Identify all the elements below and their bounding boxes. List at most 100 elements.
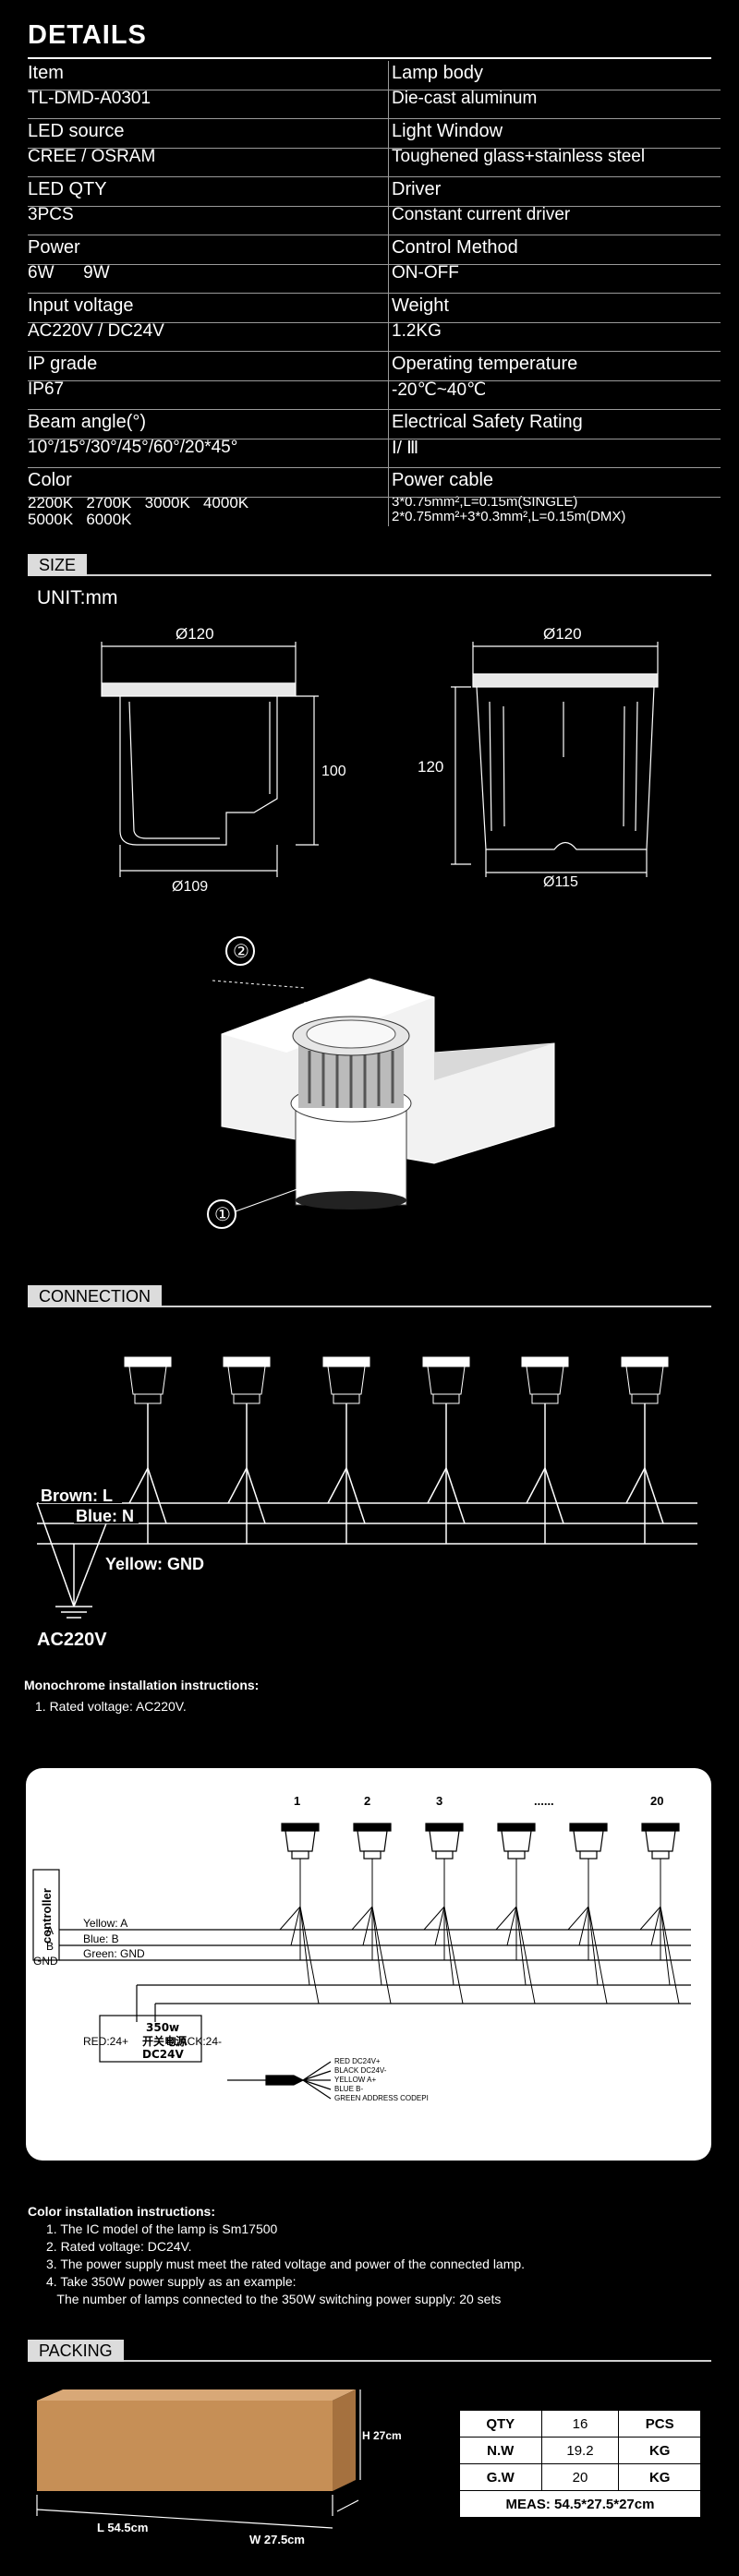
spec-label: Power cable bbox=[392, 470, 494, 490]
spec-value: Constant current driver bbox=[392, 205, 571, 224]
control-wiring-diagram: 1 2 3 ...... 20 bbox=[32, 1794, 691, 2102]
color-note: 2. Rated voltage: DC24V. bbox=[46, 2239, 192, 2254]
spec-label: Driver bbox=[392, 179, 442, 199]
spec-value: 6W 9W bbox=[28, 263, 110, 283]
size-tag: SIZE bbox=[28, 554, 88, 576]
mono-wiring-diagram: Brown: L Blue: N Yellow: GND AC220V bbox=[36, 1356, 697, 1650]
dim-w: W 27.5cm bbox=[249, 2533, 305, 2546]
psu-watts: 350w bbox=[146, 2021, 179, 2034]
table-row: QTY 16 PCS bbox=[459, 2410, 701, 2438]
unit-label: UNIT:mm bbox=[37, 587, 118, 608]
spec-value: 5000K 6000K bbox=[28, 511, 132, 528]
qty-value: 16 bbox=[540, 2410, 620, 2438]
wire-gnd-label: Green: GND bbox=[83, 1947, 145, 1960]
spec-value: 10°/15°/30°/45°/60°/20*45° bbox=[28, 438, 238, 457]
spec-label: Electrical Safety Rating bbox=[392, 412, 583, 432]
packing-table: QTY 16 PCS N.W 19.2 KG G.W 20 KG MEAS: 5… bbox=[459, 2410, 701, 2518]
details-rule bbox=[28, 57, 711, 59]
lamp-icon bbox=[124, 1356, 172, 1404]
spec-label: Operating temperature bbox=[392, 354, 578, 374]
wire-b-label: Blue: B bbox=[83, 1932, 119, 1945]
spec-label: Light Window bbox=[392, 121, 503, 141]
spec-value: Toughened glass+stainless steel bbox=[392, 147, 646, 166]
controller-label: controller bbox=[40, 1888, 54, 1944]
spec-label: Input voltage bbox=[28, 295, 134, 316]
spec-label: LED source bbox=[28, 121, 125, 141]
color-note: The number of lamps connected to the 350… bbox=[46, 2292, 502, 2306]
gw-value: 20 bbox=[540, 2463, 620, 2491]
table-row: G.W 20 KG bbox=[459, 2463, 701, 2491]
packing-box-drawing: H 27cm L 54.5cm W 27.5cm bbox=[36, 2389, 402, 2546]
spec-value: -20℃~40℃ bbox=[392, 380, 487, 400]
size-drawings: Ø120 100 Ø109 Ø120 120 Ø115 ② ① bbox=[101, 625, 659, 1229]
dim-bottom-right: Ø115 bbox=[543, 874, 578, 890]
nw-unit: KG bbox=[618, 2437, 701, 2464]
psu-name: 开关电源 bbox=[142, 2034, 187, 2048]
color-note: 1. The IC model of the lamp is Sm17500 bbox=[46, 2221, 278, 2236]
mono-title: Monochrome installation instructions: bbox=[24, 1678, 260, 1692]
lamp-drop bbox=[128, 1403, 664, 1544]
port-gnd: GND bbox=[33, 1955, 58, 1968]
legend-item: BLUE B- bbox=[334, 2085, 363, 2093]
wire-yellow-label: Yellow: GND bbox=[105, 1555, 204, 1573]
spec-label: Beam angle(°) bbox=[28, 412, 147, 432]
dim-l: L 54.5cm bbox=[97, 2521, 148, 2534]
legend-item: YELLOW A+ bbox=[334, 2076, 376, 2084]
lamp-icon bbox=[497, 1823, 536, 1860]
lamp-icon bbox=[353, 1823, 392, 1860]
spec-value: 3PCS bbox=[28, 205, 74, 224]
lamp-icon bbox=[422, 1356, 470, 1404]
connection-tag: CONNECTION bbox=[28, 1285, 162, 1307]
callout-1: ① bbox=[214, 1203, 231, 1225]
spec-value: TL-DMD-A0301 bbox=[28, 89, 151, 108]
table-row: MEAS: 54.5*27.5*27cm bbox=[459, 2490, 701, 2518]
connection-rule bbox=[28, 1306, 711, 1307]
spec-value: 1.2KG bbox=[392, 321, 442, 341]
spec-value: 2200K 2700K 3000K 4000K bbox=[28, 494, 249, 512]
spec-label: Lamp body bbox=[392, 63, 483, 83]
spec-value: AC220V / DC24V bbox=[28, 321, 164, 341]
port-a: A bbox=[46, 1924, 54, 1937]
lamp-icon bbox=[521, 1356, 569, 1404]
table-row: N.W 19.2 KG bbox=[459, 2437, 701, 2464]
spec-label: Weight bbox=[392, 295, 449, 316]
spec-value: ON-OFF bbox=[392, 263, 459, 283]
color-note: 4. Take 350W power supply as an example: bbox=[46, 2274, 297, 2289]
spec-label: Item bbox=[28, 63, 64, 83]
lamp-number: 2 bbox=[364, 1794, 370, 1808]
spec-label: LED QTY bbox=[28, 179, 107, 199]
side-view-left bbox=[101, 642, 319, 877]
dim-top-right: Ø120 bbox=[543, 625, 582, 643]
wire-a-label: Yellow: A bbox=[83, 1917, 127, 1930]
color-note: 3. The power supply must meet the rated … bbox=[46, 2257, 526, 2271]
control-diagram-panel: 1 2 3 ...... 20 bbox=[26, 1768, 711, 2161]
meas-value: MEAS: 54.5*27.5*27cm bbox=[459, 2490, 701, 2518]
packing-tag: PACKING bbox=[28, 2340, 124, 2362]
spec-value: CREE / OSRAM bbox=[28, 147, 156, 166]
lamp-number: 3 bbox=[436, 1794, 442, 1808]
details-title: DETAILS bbox=[28, 20, 147, 50]
gw-unit: KG bbox=[618, 2463, 701, 2491]
port-b: B bbox=[46, 1940, 54, 1953]
wire-brown-label: Brown: L bbox=[41, 1487, 113, 1505]
spec-label: Color bbox=[28, 470, 72, 490]
lamp-icon bbox=[621, 1356, 669, 1404]
gw-label: G.W bbox=[459, 2463, 542, 2491]
callout-2: ② bbox=[233, 940, 249, 962]
spec-value: IP67 bbox=[28, 379, 65, 399]
lamp-icon bbox=[281, 1823, 320, 1860]
spec-label: Control Method bbox=[392, 237, 518, 258]
dim-bottom-left: Ø109 bbox=[172, 879, 208, 895]
red-label: RED:24+ bbox=[83, 2035, 128, 2048]
install-illustration bbox=[207, 936, 555, 1229]
lamp-icon bbox=[641, 1823, 680, 1860]
dim-top-left: Ø120 bbox=[176, 625, 214, 643]
legend-item: GREEN ADDRESS CODEPI bbox=[334, 2094, 429, 2102]
